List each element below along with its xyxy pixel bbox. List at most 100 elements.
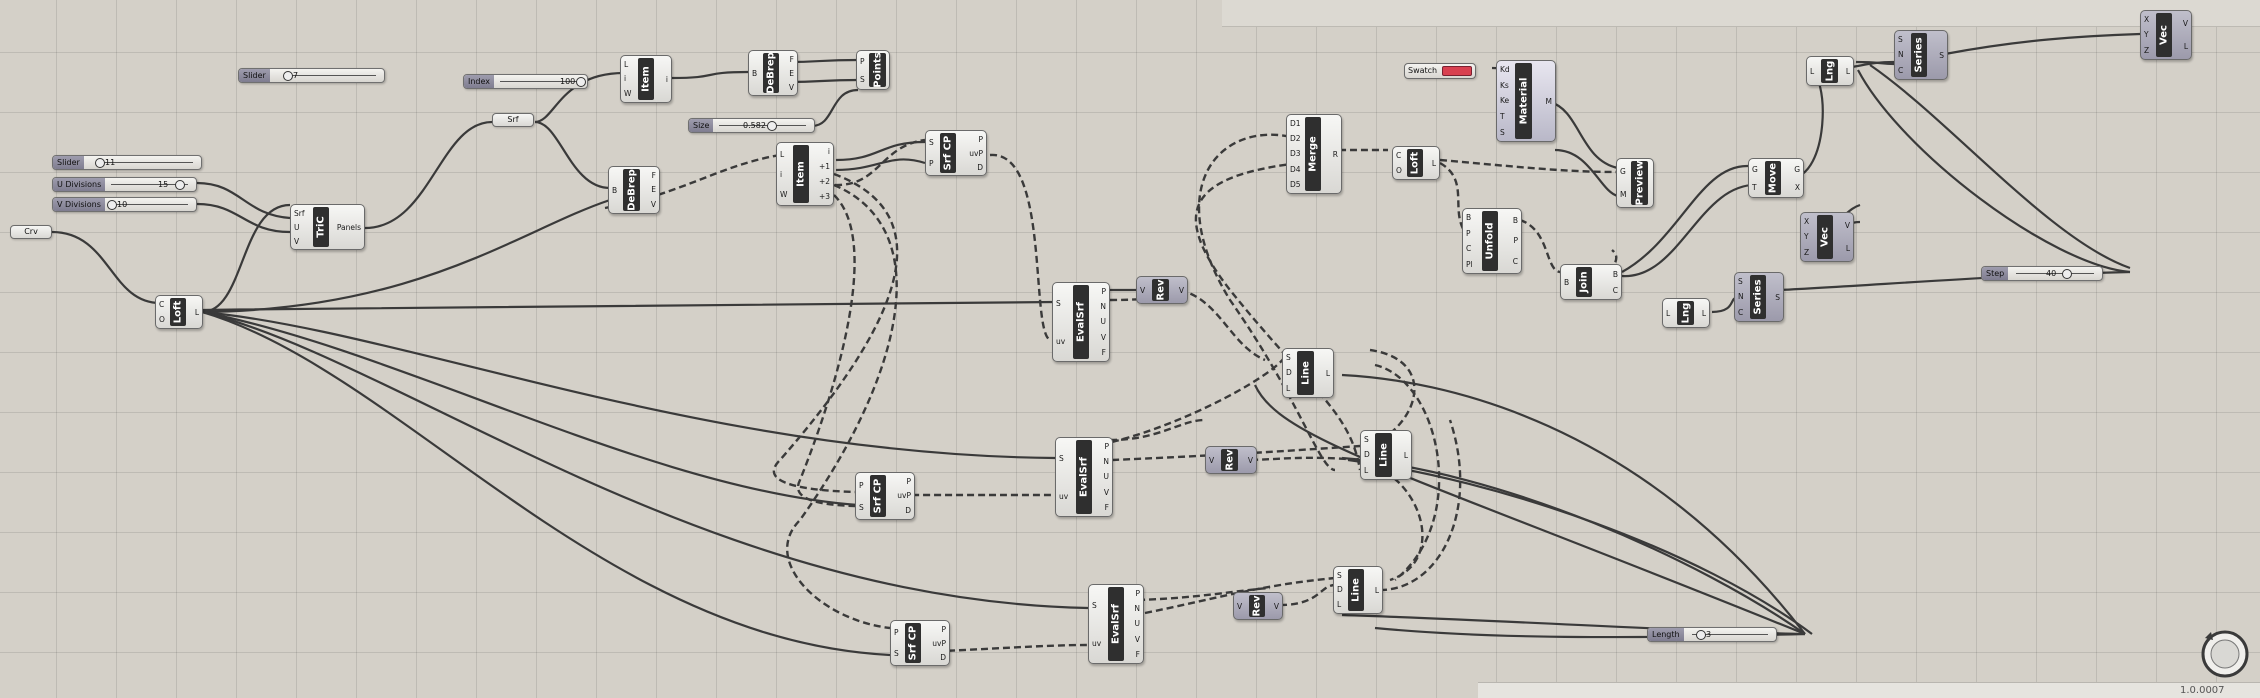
port-v[interactable]: V	[788, 82, 794, 92]
port-ke[interactable]: Ke	[1500, 96, 1510, 106]
reverse-component-3[interactable]: V Rev V	[1233, 592, 1283, 620]
port-u[interactable]: U	[1100, 317, 1107, 327]
port-b[interactable]: B	[1564, 277, 1570, 287]
port-i[interactable]: i	[827, 147, 830, 156]
port-n[interactable]: N	[1134, 604, 1140, 614]
port-d1[interactable]: D1	[1290, 119, 1301, 129]
port-u[interactable]: U	[1134, 619, 1141, 629]
port-l[interactable]: L	[1325, 368, 1330, 378]
port-s[interactable]: S	[1286, 353, 1291, 363]
port-l[interactable]: L	[1364, 465, 1369, 475]
reverse-component-1[interactable]: V Rev V	[1136, 276, 1188, 304]
port-d[interactable]: D	[1337, 585, 1343, 595]
port-plus3[interactable]: +3	[818, 192, 830, 201]
port-c[interactable]: C	[1898, 65, 1904, 75]
port-kd[interactable]: Kd	[1500, 65, 1510, 75]
port-l[interactable]: L	[780, 149, 785, 159]
port-n[interactable]: N	[1100, 302, 1106, 312]
port-f[interactable]: F	[1101, 347, 1106, 357]
port-s[interactable]: S	[894, 649, 899, 658]
port-n[interactable]: N	[1898, 50, 1904, 60]
port-b[interactable]: B	[1612, 269, 1618, 279]
port-v[interactable]: V	[1844, 221, 1850, 230]
port-s[interactable]: S	[1898, 35, 1903, 45]
slider-grip-icon[interactable]	[175, 180, 185, 190]
port-p[interactable]: P	[1513, 236, 1518, 246]
port-w[interactable]: W	[780, 189, 788, 199]
port-r[interactable]: R	[1332, 149, 1338, 159]
port-b[interactable]: B	[612, 185, 618, 195]
port-s[interactable]: S	[1738, 277, 1743, 287]
slider-grip-icon[interactable]	[283, 71, 293, 81]
port-s[interactable]: S	[1092, 600, 1097, 610]
port-v[interactable]: V	[1237, 601, 1243, 611]
port-s[interactable]: S	[1059, 453, 1064, 463]
port-pl[interactable]: Pl	[1466, 259, 1473, 269]
port-c[interactable]: C	[1738, 307, 1744, 317]
port-uvp[interactable]: uvP	[969, 148, 983, 158]
port-o[interactable]: O	[1396, 166, 1402, 175]
port-c[interactable]: C	[1512, 257, 1518, 267]
port-v[interactable]: V	[1140, 285, 1146, 295]
port-d5[interactable]: D5	[1290, 179, 1301, 189]
port-v[interactable]: V	[1178, 285, 1184, 295]
port-d[interactable]: D	[1286, 368, 1292, 378]
port-y[interactable]: Y	[2144, 30, 2149, 40]
port-uvp[interactable]: uvP	[897, 491, 911, 501]
port-l[interactable]: L	[194, 307, 199, 317]
port-g[interactable]: G	[1620, 167, 1626, 176]
reverse-component-2[interactable]: V Rev V	[1205, 446, 1257, 474]
port-z[interactable]: Z	[2144, 45, 2150, 55]
color-swatch-icon[interactable]	[1442, 66, 1472, 76]
port-b[interactable]: B	[752, 68, 758, 78]
port-c[interactable]: C	[1612, 285, 1618, 295]
port-panels[interactable]: Panels	[336, 222, 361, 232]
port-f[interactable]: F	[1135, 649, 1140, 659]
port-m[interactable]: M	[1545, 96, 1552, 106]
port-l[interactable]: L	[1845, 244, 1850, 253]
port-x[interactable]: X	[1794, 182, 1800, 192]
slider-grip-icon[interactable]	[107, 200, 117, 210]
slider-grip-icon[interactable]	[2062, 269, 2072, 279]
port-s[interactable]: S	[1337, 570, 1342, 580]
port-p[interactable]: P	[1135, 589, 1140, 599]
port-v[interactable]: V	[1103, 487, 1109, 497]
port-p[interactable]: P	[860, 56, 865, 66]
port-p[interactable]: P	[1104, 442, 1109, 452]
port-p[interactable]: P	[1101, 287, 1106, 297]
port-l[interactable]: L	[1810, 66, 1815, 76]
port-i[interactable]: i	[624, 74, 627, 84]
port-p[interactable]: P	[978, 134, 983, 144]
slider-grip-icon[interactable]	[1696, 630, 1706, 640]
port-g[interactable]: G	[1752, 164, 1758, 174]
port-p[interactable]: P	[894, 628, 899, 637]
port-c[interactable]: C	[1466, 244, 1472, 254]
port-p[interactable]: P	[929, 159, 934, 168]
length-component-1[interactable]: L Lng L	[1806, 56, 1854, 86]
port-p[interactable]: P	[941, 624, 946, 634]
port-d2[interactable]: D2	[1290, 134, 1301, 144]
port-l[interactable]: L	[1845, 66, 1850, 76]
curve-param[interactable]: Crv	[10, 225, 52, 239]
port-s[interactable]: S	[1056, 298, 1061, 308]
port-v[interactable]: V	[2182, 19, 2188, 28]
port-uv[interactable]: uv	[1092, 638, 1102, 648]
v-divisions-slider[interactable]: V Divisions 10	[52, 197, 197, 212]
port-w[interactable]: W	[624, 89, 632, 99]
port-d3[interactable]: D3	[1290, 149, 1301, 159]
port-e[interactable]: E	[651, 185, 656, 195]
